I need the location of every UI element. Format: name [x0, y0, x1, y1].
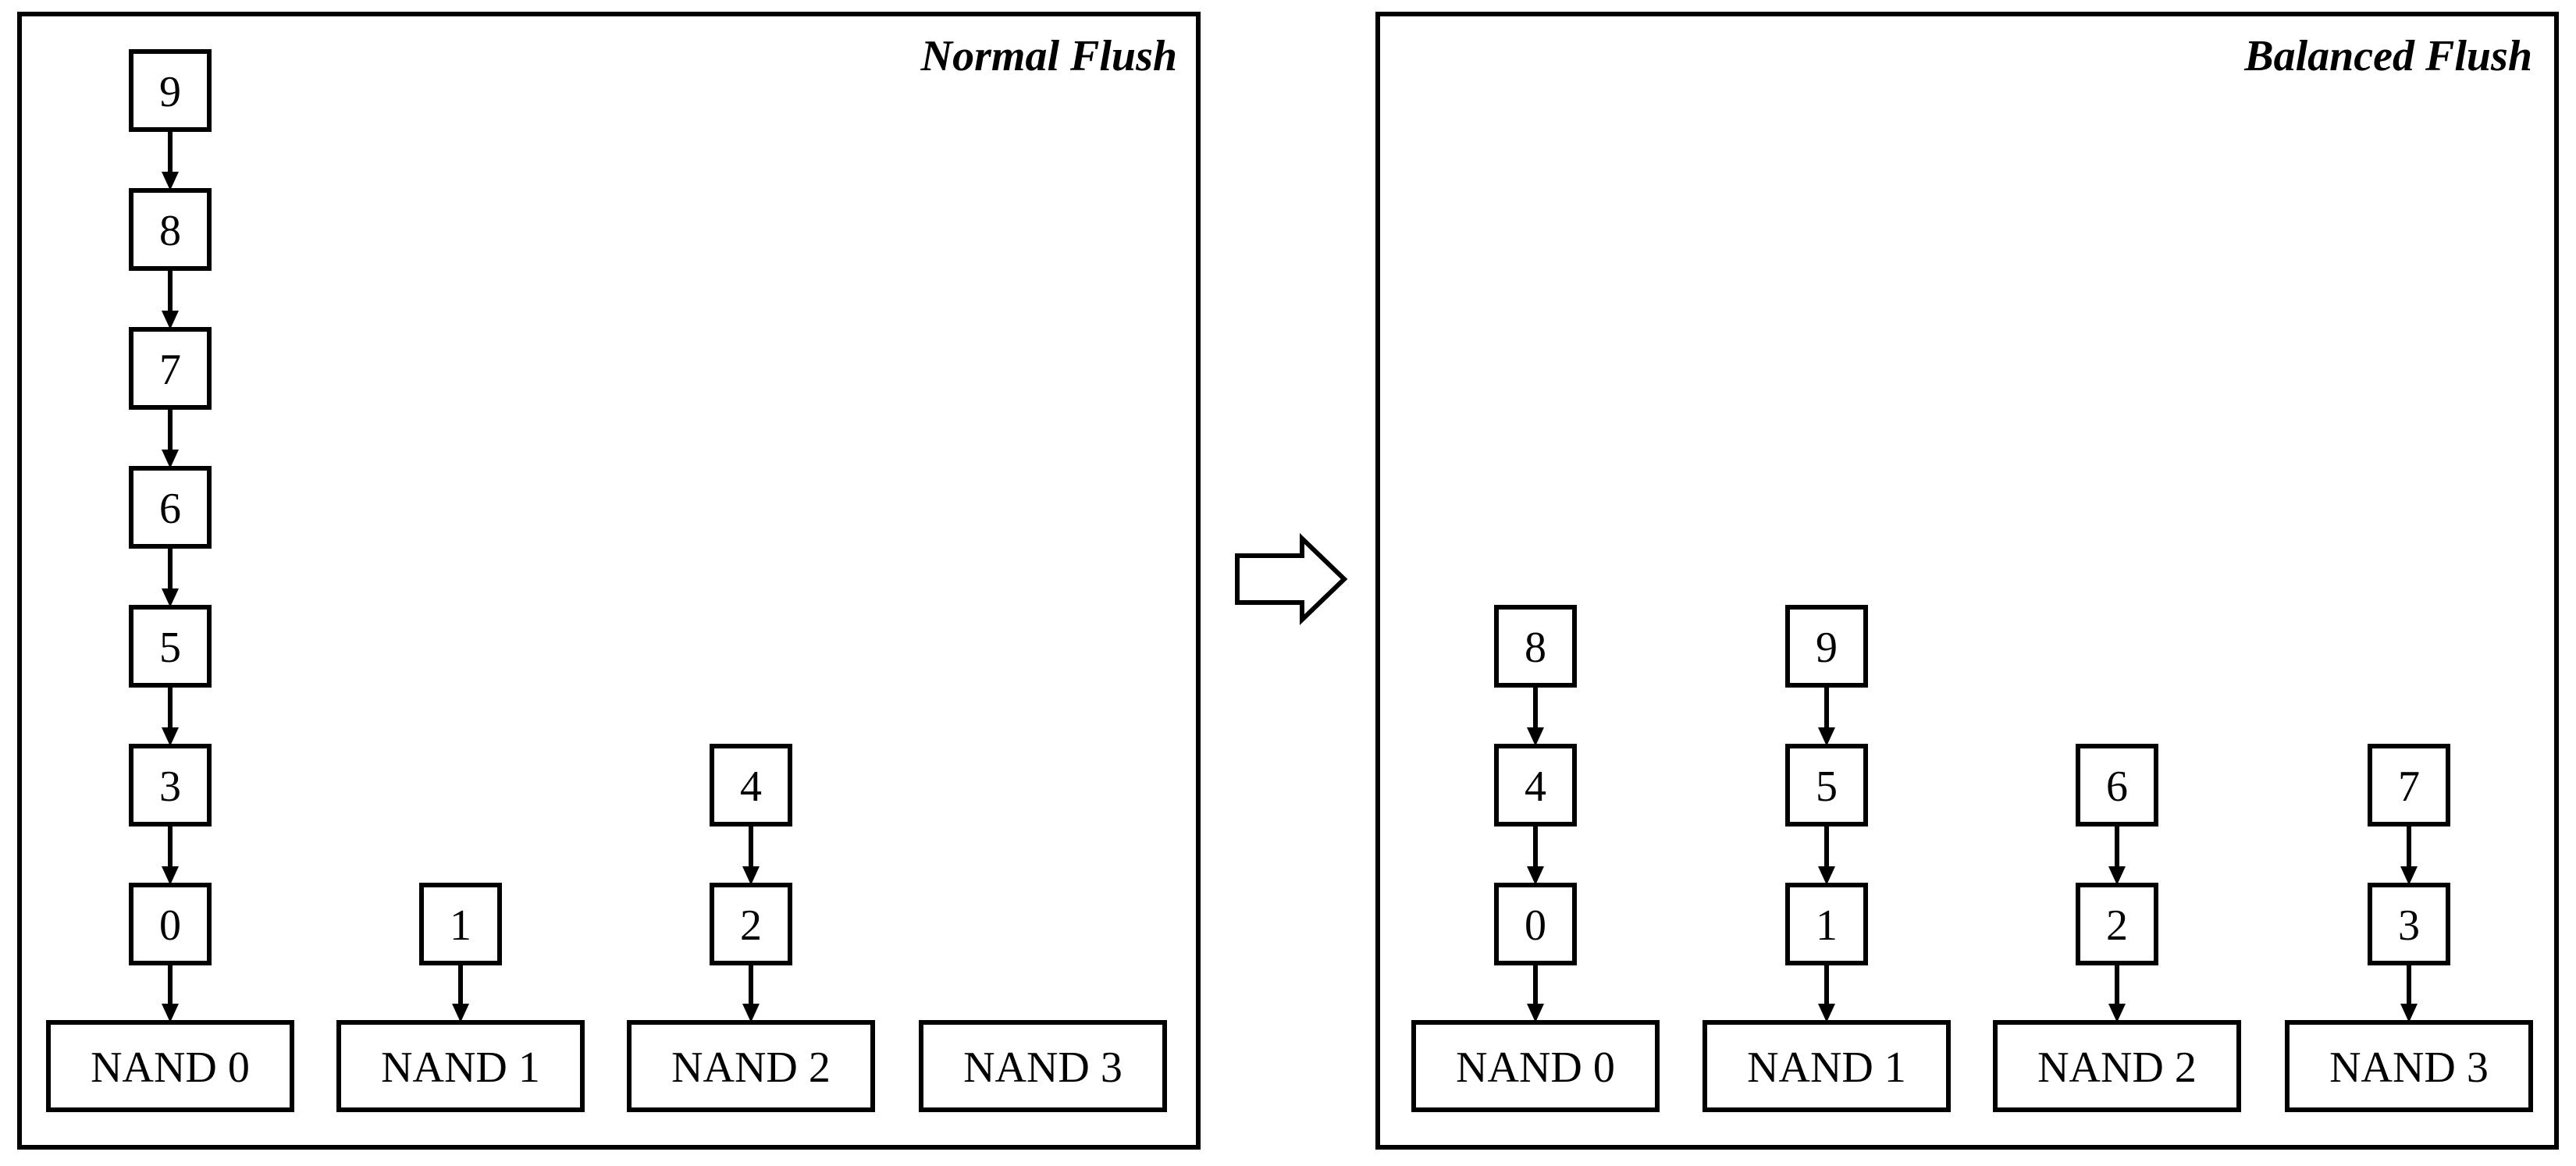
- page-label: 2: [2106, 901, 2128, 950]
- down-arrow-icon: [1818, 685, 1835, 746]
- right-arrow-icon: [1235, 532, 1348, 626]
- nand-0-label: NAND 0: [1456, 1043, 1615, 1092]
- nand-0-label: NAND 0: [91, 1043, 250, 1092]
- page-label: 4: [740, 763, 762, 811]
- page-label: 2: [740, 901, 762, 950]
- nand-0-box: [46, 1020, 294, 1112]
- nand-2-label: NAND 2: [2037, 1043, 2197, 1092]
- page-box: [2076, 744, 2158, 827]
- page-label: 1: [1816, 901, 1838, 950]
- nand-3-box: [2285, 1020, 2533, 1112]
- page-label: 3: [159, 763, 181, 811]
- page-box: [710, 744, 792, 827]
- down-arrow-icon: [742, 824, 760, 885]
- nand-1-label: NAND 1: [381, 1043, 540, 1092]
- panel-title: Normal Flush: [920, 32, 1177, 80]
- panel-title: Balanced Flush: [2243, 32, 2532, 80]
- down-arrow-icon: [162, 824, 179, 885]
- nand-3-label: NAND 3: [2329, 1043, 2489, 1092]
- page-label: 1: [450, 901, 471, 950]
- down-arrow-icon: [162, 130, 179, 190]
- down-arrow-icon: [1527, 824, 1544, 885]
- nand-1-label: NAND 1: [1747, 1043, 1906, 1092]
- page-label: 7: [159, 346, 181, 394]
- down-arrow-icon: [452, 963, 469, 1022]
- down-arrow-icon: [1818, 824, 1835, 885]
- page-label: 6: [159, 485, 181, 533]
- page-box: [129, 49, 212, 132]
- down-arrow-icon: [1527, 685, 1544, 746]
- panel-frame: [1375, 12, 2559, 1150]
- page-label: 8: [1525, 624, 1546, 672]
- page-label: 5: [159, 624, 181, 672]
- nand-2-box: [1993, 1020, 2241, 1112]
- page-label: 6: [2106, 763, 2128, 811]
- panel-frame: [17, 12, 1201, 1150]
- page-label: 4: [1525, 763, 1546, 811]
- down-arrow-icon: [2108, 824, 2126, 885]
- page-label: 5: [1816, 763, 1838, 811]
- page-label: 3: [2398, 901, 2420, 950]
- page-box: [129, 605, 212, 688]
- down-arrow-icon: [162, 546, 179, 607]
- page-box: [419, 883, 502, 965]
- down-arrow-icon: [162, 268, 179, 329]
- down-arrow-icon: [742, 963, 760, 1022]
- page-label: 9: [159, 68, 181, 116]
- down-arrow-icon: [1818, 963, 1835, 1022]
- down-arrow-icon: [162, 963, 179, 1022]
- nand-3-box: [919, 1020, 1167, 1112]
- nand-2-box: [627, 1020, 875, 1112]
- page-label: 8: [159, 207, 181, 255]
- down-arrow-icon: [2108, 963, 2126, 1022]
- page-label: 0: [1525, 901, 1546, 950]
- down-arrow-icon: [2400, 824, 2418, 885]
- page-label: 9: [1816, 624, 1838, 672]
- nand-1-box: [336, 1020, 585, 1112]
- page-label: 0: [159, 901, 181, 950]
- page-label: 7: [2398, 763, 2420, 811]
- down-arrow-icon: [2400, 963, 2418, 1022]
- down-arrow-icon: [1527, 963, 1544, 1022]
- nand-3-label: NAND 3: [963, 1043, 1123, 1092]
- nand-2-label: NAND 2: [671, 1043, 831, 1092]
- page-box: [1785, 605, 1868, 688]
- down-arrow-icon: [162, 685, 179, 746]
- down-arrow-icon: [162, 407, 179, 468]
